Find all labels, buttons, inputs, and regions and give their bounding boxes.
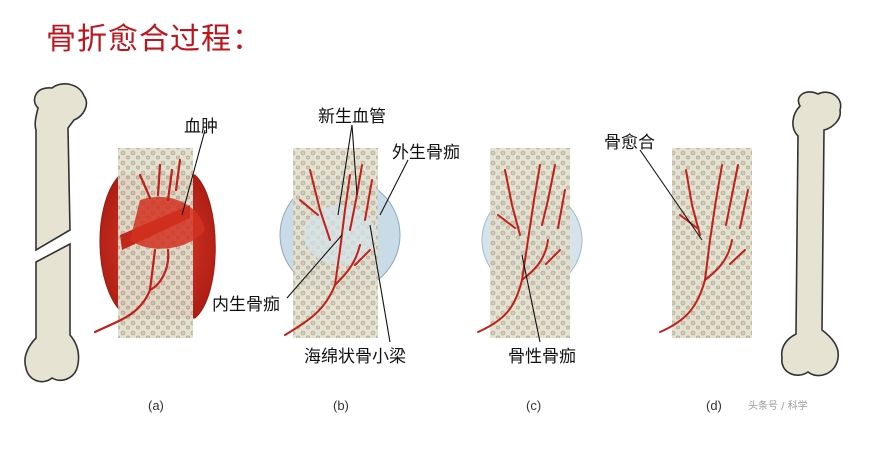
label-union: 骨愈合 [604, 133, 655, 153]
caption-a: (a) [148, 398, 164, 413]
watermark: 头条号 / 科学 [748, 399, 808, 412]
panel-d [660, 148, 752, 338]
panel-b [280, 148, 400, 338]
label-new-vessels: 新生血管 [318, 107, 386, 127]
healed-femur [782, 92, 841, 376]
label-internal-callus: 内生骨痂 [212, 295, 280, 315]
label-bony-callus: 骨性骨痂 [508, 347, 576, 367]
label-external-callus: 外生骨痂 [392, 143, 460, 163]
panel-c [478, 148, 582, 338]
caption-b: (b) [333, 398, 349, 413]
fractured-femur [25, 84, 86, 382]
panel-a [95, 148, 215, 338]
caption-d: (d) [706, 398, 722, 413]
label-hematoma: 血肿 [184, 117, 218, 137]
caption-c: (c) [526, 398, 541, 413]
label-trabeculae: 海绵状骨小梁 [304, 347, 406, 367]
